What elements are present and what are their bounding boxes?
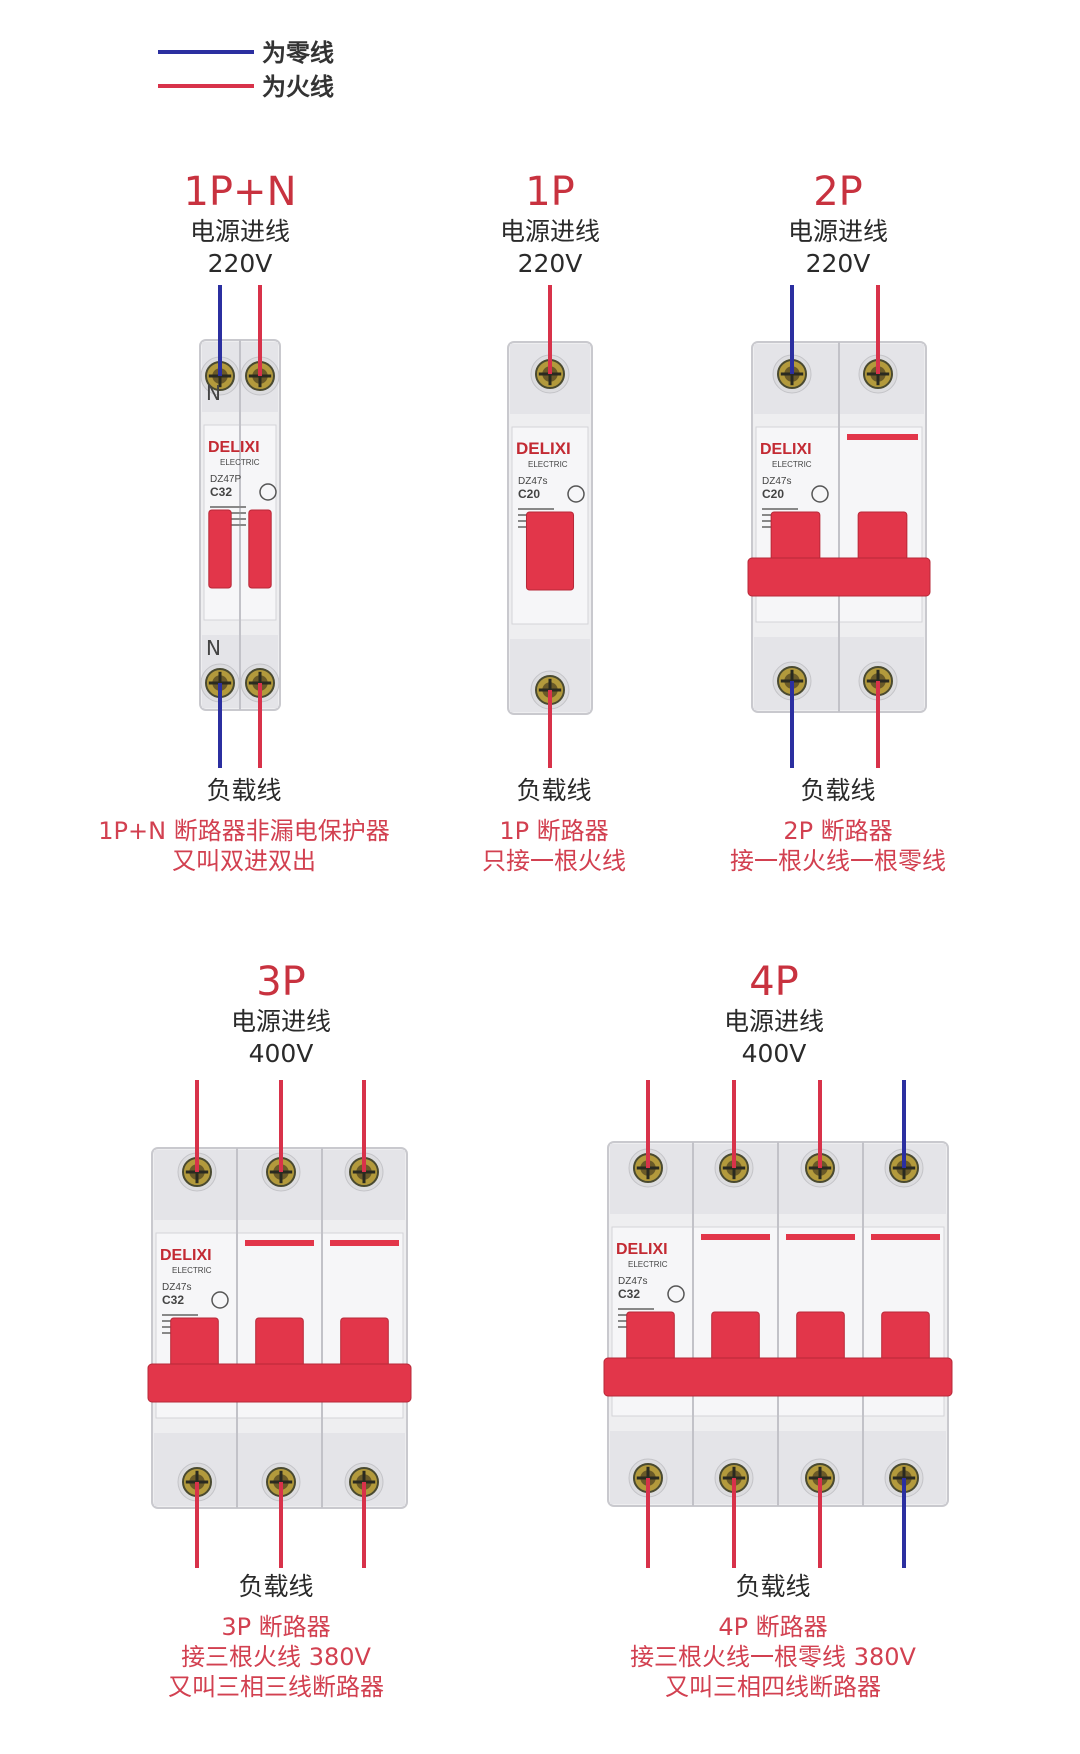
- brand-logo: DELIXI: [760, 441, 812, 458]
- brand-subtitle: ELECTRIC: [772, 460, 812, 469]
- spec-text-line: [618, 1308, 654, 1310]
- description-line-1: 2P 断路器: [783, 817, 892, 845]
- live-legend-label: 为火线: [262, 73, 334, 101]
- load-label: 负载线: [206, 776, 281, 805]
- description-line-2: 接三根火线一根零线 380V: [630, 1643, 916, 1671]
- load-label: 负载线: [238, 1572, 313, 1601]
- supply-label: 电源进线: [724, 1007, 824, 1036]
- description-line-2: 接一根火线一根零线: [730, 847, 946, 875]
- ccc-mark-icon: [811, 485, 829, 503]
- load-label: 负载线: [800, 776, 875, 805]
- description-line-1: 1P 断路器: [499, 817, 608, 845]
- supply-label: 电源进线: [500, 217, 600, 246]
- brand-subtitle: ELECTRIC: [220, 458, 260, 467]
- load-label: 负载线: [735, 1572, 810, 1601]
- model-number: DZ47s: [162, 1282, 191, 1293]
- supply-voltage: 220V: [208, 249, 273, 278]
- neutral-terminal-mark: N: [206, 381, 221, 405]
- description-line-1: 4P 断路器: [718, 1613, 827, 1641]
- legend: 为零线 为火线: [158, 39, 334, 101]
- current-rating: C20: [518, 487, 540, 501]
- supply-label: 电源进线: [788, 217, 888, 246]
- handle-tie-bar: [747, 557, 931, 597]
- pole-stripe: [847, 434, 918, 440]
- brand-logo: DELIXI: [616, 1241, 668, 1258]
- current-rating: C20: [762, 487, 784, 501]
- toggle-handle: [525, 511, 575, 591]
- breaker-devices: DELIXIELECTRICDZ47PC32NNDELIXIELECTRICDZ…: [147, 285, 953, 1568]
- description-line-2: 接三根火线 380V: [181, 1643, 371, 1671]
- brand-logo: DELIXI: [516, 439, 571, 458]
- panel-4p-labels: 4P 电源进线 400V 负载线 4P 断路器 接三根火线一根零线 380V 又…: [630, 959, 916, 1701]
- current-rating: C32: [618, 1287, 640, 1301]
- panel-1pn-labels: 1P+N 电源进线 220V 负载线 1P+N 断路器非漏电保护器 又叫双进双出: [98, 169, 389, 875]
- ccc-mark-icon: [667, 1285, 685, 1303]
- ccc-mark-icon: [211, 1291, 229, 1309]
- description-line-3: 又叫三相三线断路器: [168, 1673, 384, 1701]
- load-label: 负载线: [516, 776, 591, 805]
- ccc-mark-icon: [259, 483, 277, 501]
- current-rating: C32: [210, 485, 232, 499]
- spec-text-line: [762, 508, 798, 510]
- brand-logo: DELIXI: [208, 439, 260, 456]
- panel-1p-labels: 1P 电源进线 220V 负载线 1P 断路器 只接一根火线: [482, 169, 626, 875]
- neutral-legend-label: 为零线: [262, 39, 334, 67]
- supply-label: 电源进线: [190, 217, 290, 246]
- ccc-mark-icon: [567, 485, 585, 503]
- brand-subtitle: ELECTRIC: [628, 1260, 668, 1269]
- panel-title: 1P: [525, 169, 575, 215]
- spec-text-line: [518, 508, 554, 510]
- pole-stripe: [245, 1240, 314, 1246]
- supply-voltage: 220V: [518, 249, 583, 278]
- neutral-terminal-mark: N: [206, 636, 221, 660]
- pole-stripe: [871, 1234, 940, 1240]
- description-line-2: 只接一根火线: [482, 847, 626, 875]
- pole-stripe: [701, 1234, 770, 1240]
- supply-voltage: 220V: [806, 249, 871, 278]
- model-number: DZ47s: [762, 476, 791, 487]
- toggle-handle: [248, 509, 272, 589]
- model-number: DZ47s: [618, 1276, 647, 1287]
- spec-text-line: [210, 506, 246, 508]
- current-rating: C32: [162, 1293, 184, 1307]
- description-line-2: 又叫双进双出: [172, 847, 316, 875]
- handle-tie-bar: [147, 1363, 412, 1403]
- description-line-1: 3P 断路器: [221, 1613, 330, 1641]
- panel-title: 2P: [813, 169, 863, 215]
- brand-subtitle: ELECTRIC: [172, 1266, 212, 1275]
- supply-voltage: 400V: [742, 1039, 807, 1068]
- description-line-1: 1P+N 断路器非漏电保护器: [98, 817, 389, 845]
- model-number: DZ47P: [210, 474, 241, 485]
- pole-stripe: [786, 1234, 855, 1240]
- description-line-3: 又叫三相四线断路器: [665, 1673, 881, 1701]
- panel-2p-labels: 2P 电源进线 220V 负载线 2P 断路器 接一根火线一根零线: [730, 169, 946, 875]
- panel-title: 3P: [256, 959, 306, 1005]
- supply-voltage: 400V: [249, 1039, 314, 1068]
- brand-subtitle: ELECTRIC: [528, 460, 568, 469]
- supply-label: 电源进线: [231, 1007, 331, 1036]
- handle-tie-bar: [603, 1357, 953, 1397]
- panel-title: 1P+N: [183, 169, 296, 215]
- panel-3p-labels: 3P 电源进线 400V 负载线 3P 断路器 接三根火线 380V 又叫三相三…: [168, 959, 384, 1701]
- brand-logo: DELIXI: [160, 1247, 212, 1264]
- panel-title: 4P: [749, 959, 799, 1005]
- toggle-handle: [208, 509, 232, 589]
- pole-stripe: [330, 1240, 399, 1246]
- spec-text-line: [162, 1314, 198, 1316]
- model-number: DZ47s: [518, 476, 547, 487]
